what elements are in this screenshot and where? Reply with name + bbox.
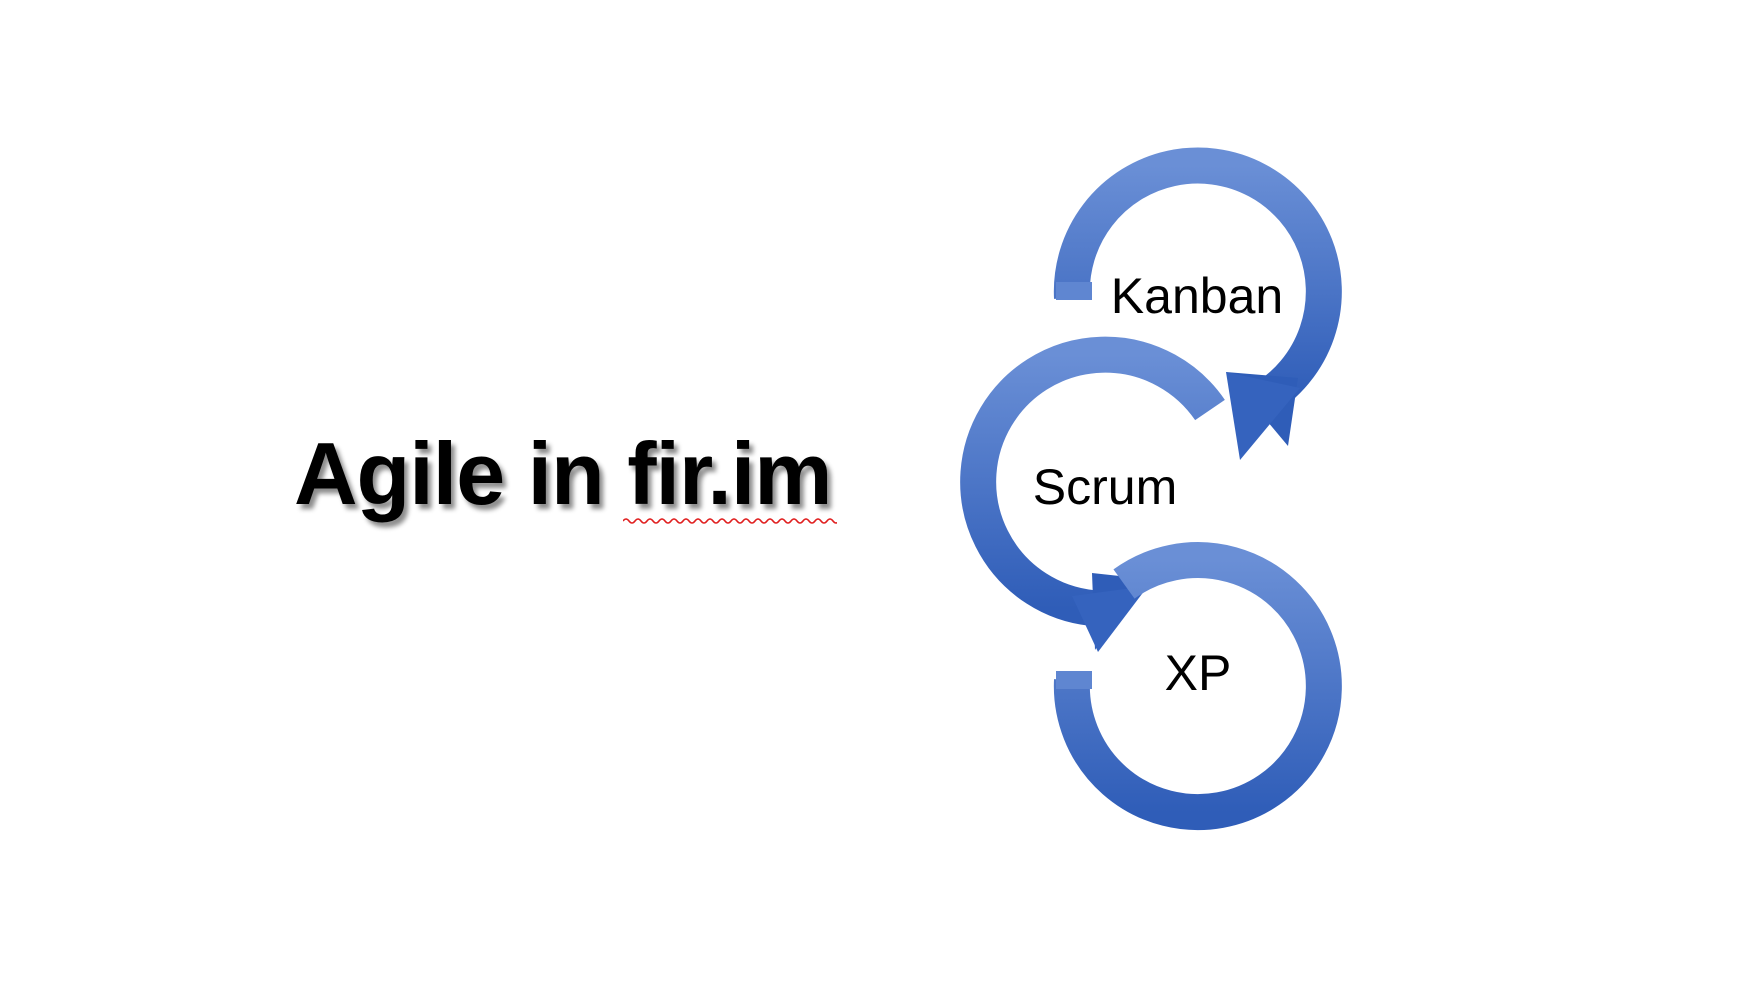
node-label-scrum[interactable]: Scrum [1033,459,1177,515]
spellcheck-underline [623,518,837,524]
scrum-arrow [960,336,1225,652]
slide-title[interactable]: Agile in fir.im [294,424,833,523]
node-label-kanban[interactable]: Kanban [1111,268,1283,324]
xp-arrow-tail [1056,671,1092,689]
kanban-arrow-tail [1056,282,1092,300]
xp-arrow [1053,542,1342,831]
title-block: Agile in fir.im [294,424,837,524]
kanban-arrow [1053,147,1342,460]
node-label-xp[interactable]: XP [1165,645,1232,701]
